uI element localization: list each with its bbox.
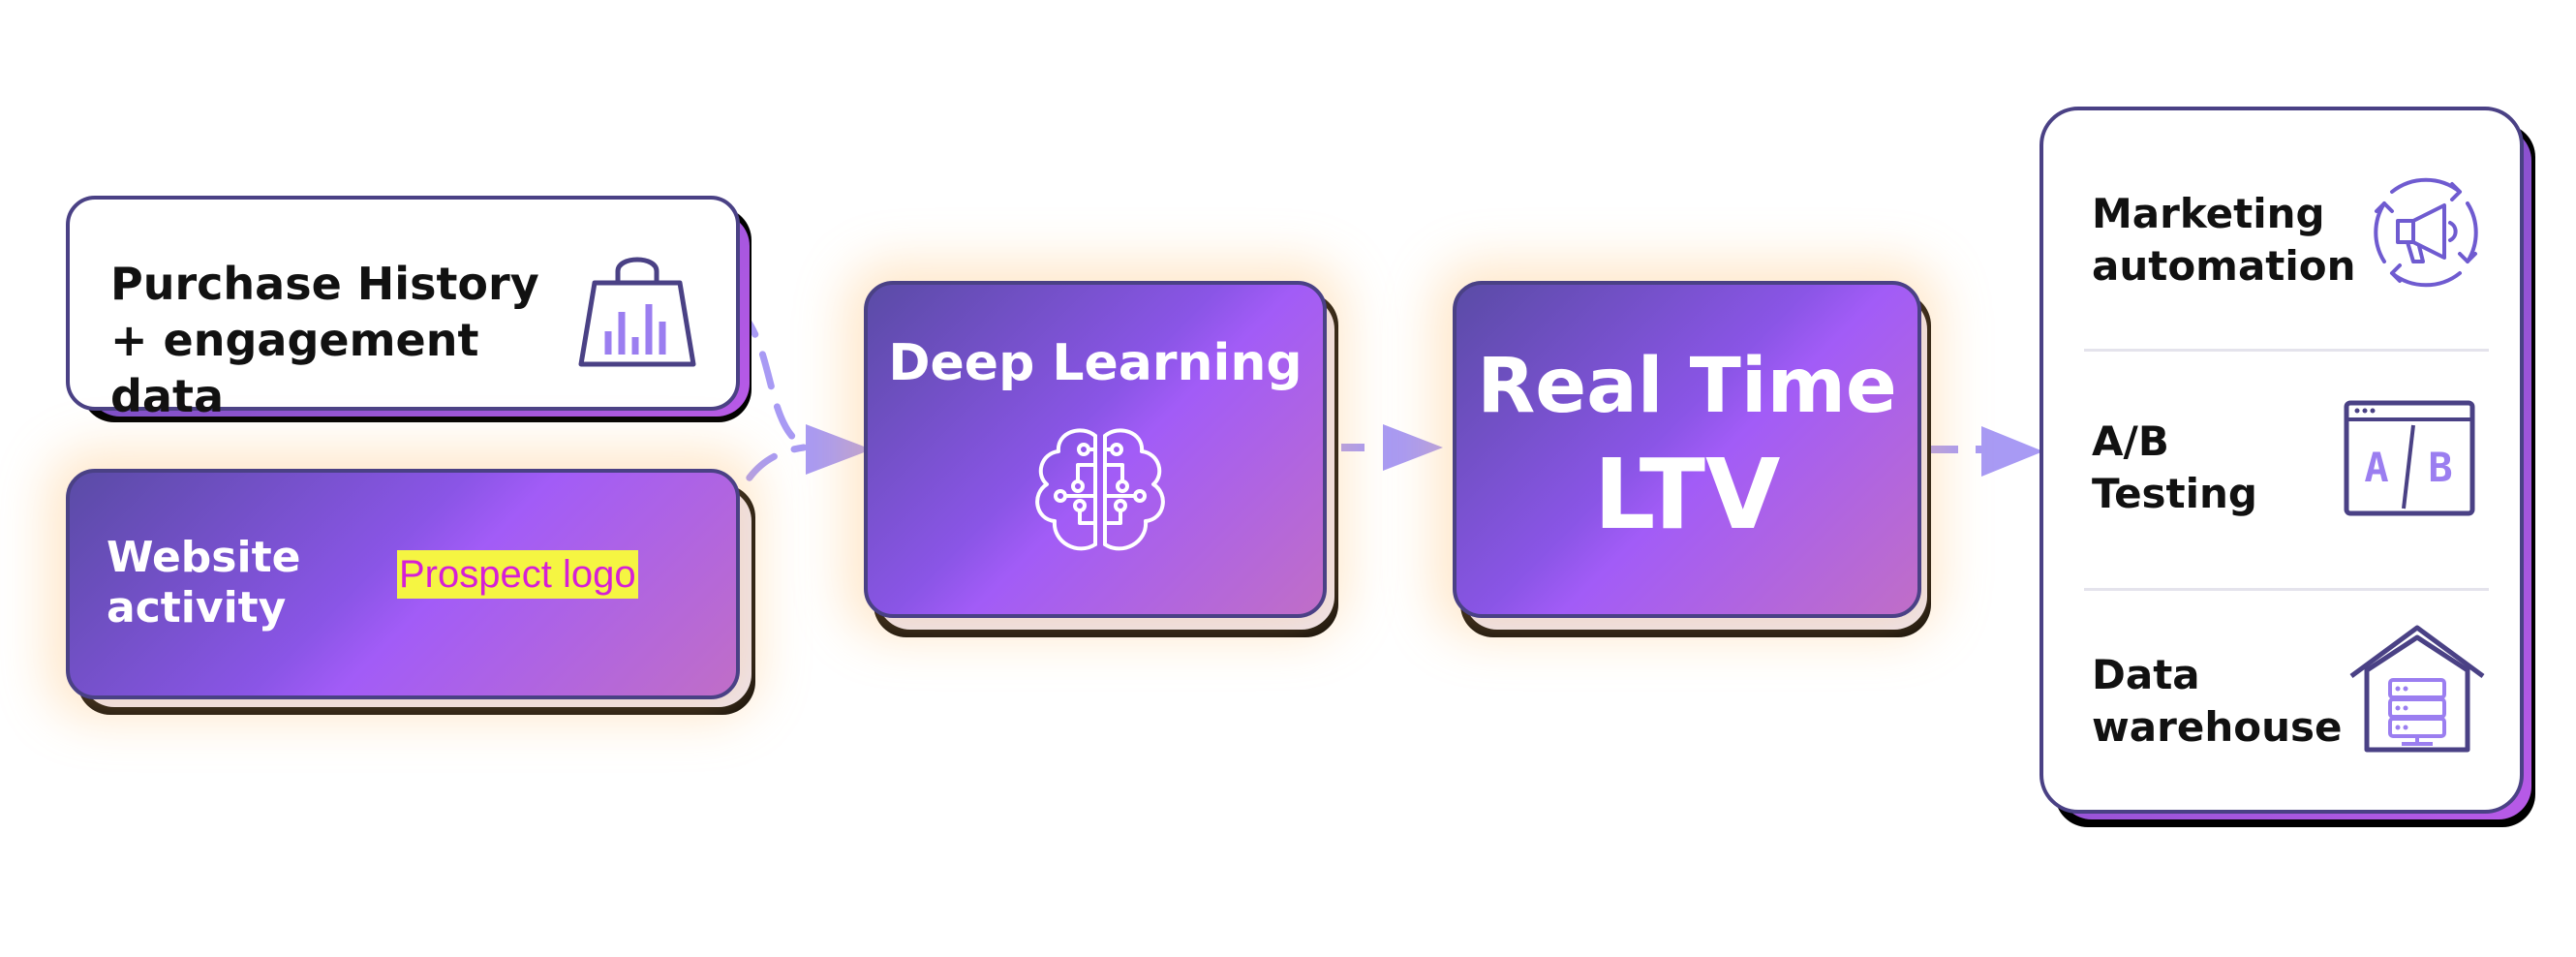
ltv-label: LTV (1593, 438, 1781, 551)
arrowhead-to-destinations (1981, 426, 2043, 477)
purchase-history-card: Purchase History + engagement data (66, 196, 740, 422)
data-warehouse-label: Data warehouse (2092, 651, 2343, 751)
prospect-logo-placeholder: Prospect logo (397, 550, 638, 599)
website-activity-card: Website activity Prospect logo (66, 469, 740, 699)
destination-divider (2084, 349, 2489, 352)
shopping-bag-chart-icon (578, 257, 696, 367)
destination-marketing-automation: Marketing automation (2043, 110, 2520, 349)
arrowhead-to-output (1383, 424, 1443, 471)
ab-testing-icon: A B (2344, 400, 2475, 516)
marketing-automation-label: Marketing automation (2092, 190, 2356, 290)
deep-learning-label: Deep Learning (888, 334, 1303, 392)
brain-circuit-icon (1035, 428, 1165, 551)
destination-ab-testing: A/B Testing A B (2043, 352, 2520, 588)
purchase-history-label: Purchase History + engagement data (110, 258, 539, 422)
svg-text:A: A (2364, 444, 2388, 491)
destinations-panel: Marketing automation A/B Testing A B (2039, 107, 2524, 814)
data-warehouse-icon (2349, 625, 2485, 753)
website-activity-label: Website activity (107, 533, 301, 633)
ab-testing-label: A/B Testing (2092, 417, 2257, 517)
destination-divider (2084, 588, 2489, 591)
real-time-label: Real Time (1477, 343, 1897, 430)
destination-data-warehouse: Data warehouse (2043, 591, 2520, 818)
svg-text:B: B (2428, 444, 2452, 491)
megaphone-cycle-icon (2374, 177, 2478, 288)
arrowhead-to-model (806, 424, 872, 475)
deep-learning-card: Deep Learning (864, 281, 1327, 618)
real-time-ltv-card: Real Time LTV (1453, 281, 1921, 618)
